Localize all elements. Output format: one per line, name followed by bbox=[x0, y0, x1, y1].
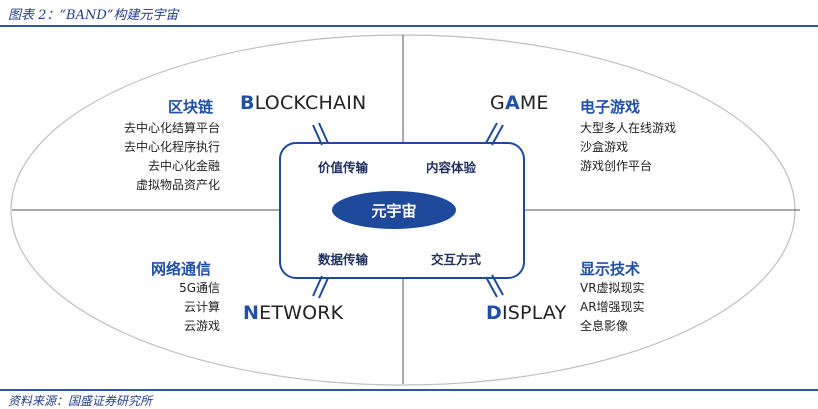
list-item: 虚拟物品资产化 bbox=[135, 178, 220, 192]
list-item: 沙盒游戏 bbox=[580, 140, 629, 154]
english-blockchain: BLOCKCHAIN bbox=[240, 92, 366, 114]
center-label: 元宇宙 bbox=[371, 201, 417, 220]
list-item: AR增强现实 bbox=[580, 300, 645, 314]
figure-title: 图表 2：“BAND”构建元宇宙 bbox=[8, 8, 179, 23]
list-item: 云游戏 bbox=[183, 319, 220, 333]
bottom-rule bbox=[0, 389, 818, 391]
list-item: 5G通信 bbox=[179, 281, 220, 295]
connector-blockchain bbox=[312, 122, 329, 146]
category-display: 显示技术 bbox=[580, 260, 641, 278]
display-items: VR虚拟现实 AR增强现实 全息影像 bbox=[580, 279, 645, 336]
list-item: 大型多人在线游戏 bbox=[580, 121, 677, 135]
english-network: NETWORK bbox=[243, 302, 343, 324]
inner-label-interaction: 交互方式 bbox=[431, 252, 482, 267]
inner-label-data-transfer: 数据传输 bbox=[318, 252, 369, 267]
inner-label-value-transfer: 价值传输 bbox=[318, 160, 369, 175]
english-blockchain-lead: B bbox=[240, 92, 255, 114]
connector-game bbox=[485, 122, 504, 146]
english-game: GAME bbox=[490, 92, 549, 114]
english-network-rest: ETWORK bbox=[259, 302, 344, 324]
blockchain-items: 去中心化结算平台 去中心化程序执行 去中心化金融 虚拟物品资产化 bbox=[90, 119, 220, 195]
game-items: 大型多人在线游戏 沙盒游戏 游戏创作平台 bbox=[580, 119, 676, 176]
list-item: 云计算 bbox=[183, 300, 220, 314]
center-oval bbox=[332, 191, 456, 229]
english-game-post: ME bbox=[519, 92, 549, 114]
category-blockchain: 区块链 bbox=[168, 98, 214, 116]
list-item: 去中心化结算平台 bbox=[123, 121, 220, 135]
list-item: 游戏创作平台 bbox=[580, 159, 653, 173]
connector-network bbox=[312, 275, 329, 299]
network-items: 5G通信 云计算 云游戏 bbox=[120, 279, 220, 336]
english-display-rest: ISPLAY bbox=[501, 302, 567, 324]
list-item: 全息影像 bbox=[580, 319, 629, 333]
english-game-pre: G bbox=[490, 92, 505, 114]
connector-display bbox=[485, 274, 504, 298]
source-note: 资料来源：国盛证券研究所 bbox=[8, 394, 153, 408]
list-item: VR虚拟现实 bbox=[580, 281, 645, 295]
inner-label-content-experience: 内容体验 bbox=[426, 160, 477, 175]
english-display-lead: D bbox=[486, 302, 502, 324]
top-rule bbox=[0, 25, 818, 27]
category-game: 电子游戏 bbox=[580, 98, 641, 116]
category-network: 网络通信 bbox=[151, 260, 212, 278]
english-network-lead: N bbox=[243, 302, 260, 324]
english-game-lead: A bbox=[504, 92, 520, 114]
english-display: DISPLAY bbox=[486, 302, 566, 324]
list-item: 去中心化金融 bbox=[147, 159, 220, 173]
english-blockchain-rest: LOCKCHAIN bbox=[254, 92, 367, 114]
list-item: 去中心化程序执行 bbox=[123, 140, 220, 154]
